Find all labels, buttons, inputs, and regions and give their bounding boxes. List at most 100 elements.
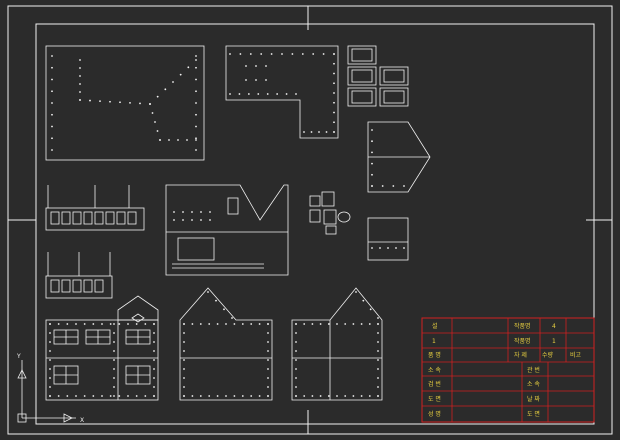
- hole-dot: [377, 332, 379, 334]
- hole-dot: [295, 93, 297, 95]
- hole-dot: [118, 323, 121, 325]
- hole-dot: [333, 101, 335, 104]
- hole-dot: [319, 395, 322, 397]
- title-block-r3-c3: 자 제: [514, 351, 527, 359]
- hole-dot: [49, 341, 51, 343]
- hole-dot: [195, 125, 197, 128]
- hole-dot: [113, 368, 115, 370]
- hole-dot: [195, 90, 197, 93]
- hole-dot: [362, 299, 365, 302]
- hole-dot: [267, 332, 269, 334]
- hole-dot: [66, 323, 69, 325]
- hole-dot: [258, 395, 261, 397]
- title-block-r2-c5: 1: [552, 338, 556, 345]
- floor-plate-part[interactable]: [45, 45, 205, 161]
- title-block[interactable]: 설 작품명 4 1 작품명 1 품 명 자 제 수량 비고 소 속 검 번 도 …: [421, 317, 595, 423]
- hole-dot: [200, 219, 202, 221]
- hole-dot: [371, 185, 373, 187]
- hole-dot: [183, 395, 185, 397]
- hole-dot: [49, 359, 51, 361]
- hole-dot: [377, 368, 379, 370]
- hole-dot: [113, 395, 115, 397]
- hole-dot: [249, 53, 252, 55]
- hole-dot: [144, 323, 147, 325]
- hole-dot: [267, 341, 269, 343]
- hole-dot: [360, 323, 363, 325]
- hole-dot: [195, 78, 197, 81]
- hole-dot: [51, 55, 53, 57]
- hole-dot: [318, 131, 320, 133]
- hole-dot: [153, 395, 155, 397]
- hole-dot: [168, 139, 170, 141]
- hole-dot: [377, 377, 379, 379]
- hole-dot: [371, 247, 373, 249]
- hole-dot: [199, 395, 202, 397]
- inner-drawing-frame: [35, 23, 595, 425]
- hole-dot: [83, 395, 86, 397]
- hole-dot: [247, 93, 250, 95]
- hole-dot: [195, 139, 197, 141]
- hole-dot: [129, 101, 131, 104]
- hole-dot: [233, 323, 236, 325]
- hole-dot: [387, 247, 389, 249]
- fence-panel-part-2[interactable]: [45, 252, 113, 299]
- hole-dot: [49, 332, 51, 334]
- hole-dot: [371, 129, 373, 131]
- hole-dot: [208, 323, 211, 325]
- house-side-wall-part[interactable]: [179, 287, 273, 401]
- hole-dot: [371, 173, 373, 176]
- small-plate-part[interactable]: [367, 217, 409, 261]
- title-block-label-left-1: 검 번: [428, 380, 441, 388]
- hole-dot: [352, 395, 355, 397]
- hole-dot: [336, 323, 338, 325]
- title-block-label-left-2: 도 면: [428, 395, 441, 403]
- hole-dot: [276, 93, 279, 95]
- hole-dot: [191, 211, 193, 213]
- hole-dot: [183, 377, 185, 379]
- hole-dot: [101, 323, 103, 325]
- gable-side-plate-part[interactable]: [367, 121, 431, 193]
- hole-dot: [144, 395, 147, 397]
- hole-dot: [241, 323, 244, 325]
- title-block-r3-c1: 품 명: [428, 351, 441, 359]
- hole-dot: [209, 211, 211, 213]
- hole-dot: [327, 395, 330, 397]
- hole-dot: [250, 323, 253, 325]
- hole-dot: [113, 323, 115, 325]
- notched-wall-panel-part[interactable]: [165, 184, 289, 276]
- hole-dot: [195, 55, 197, 57]
- house-front-wall-part[interactable]: [45, 295, 159, 401]
- hole-dot: [109, 100, 111, 103]
- hole-dot: [79, 59, 81, 61]
- hole-dot: [183, 323, 185, 325]
- hole-dot: [238, 93, 241, 95]
- house-back-wall-part[interactable]: [291, 287, 383, 401]
- hole-dot: [113, 341, 115, 343]
- hole-dot: [139, 102, 141, 105]
- hole-dot: [173, 211, 175, 213]
- hole-dot: [255, 65, 257, 67]
- hole-dot: [113, 377, 115, 379]
- ucs-y-label: Y: [16, 353, 21, 360]
- hole-dot: [344, 395, 347, 397]
- hole-dot: [153, 377, 155, 379]
- hole-dot: [245, 65, 247, 67]
- title-block-label-mid-2: 날 짜: [527, 395, 540, 403]
- hole-dot: [295, 386, 297, 388]
- small-box-parts[interactable]: [347, 45, 409, 107]
- hole-dot: [183, 341, 185, 343]
- hole-dot: [311, 323, 314, 325]
- hole-dot: [371, 162, 373, 165]
- fence-panel-part-1[interactable]: [45, 185, 145, 231]
- hole-dot: [153, 359, 155, 361]
- l-shaped-plate-part[interactable]: [225, 45, 339, 139]
- hole-dot: [156, 95, 159, 98]
- hole-dot: [119, 101, 121, 104]
- title-block-label-mid-3: 도 면: [527, 410, 540, 418]
- hole-dot: [333, 92, 335, 94]
- hole-dot: [195, 59, 197, 61]
- small-mechanism-parts[interactable]: [309, 191, 351, 235]
- hole-dot: [381, 185, 384, 187]
